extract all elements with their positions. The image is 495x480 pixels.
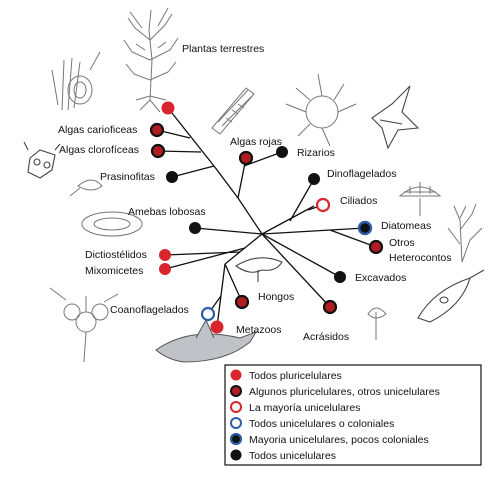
node-prasinofitas [166,171,178,183]
legend-symbol [230,385,242,397]
legend-symbol [230,417,242,429]
label-hongos: Hongos [258,291,294,303]
node-clorofileas [150,143,166,159]
label-dinoflagelados: Dinoflagelados [327,168,396,180]
diatom-illustration [398,182,442,216]
legend-item-mostly-unicellular-few-colonial: Mayoria unicelulares, pocos coloniales [229,432,429,446]
legend-label: La mayoría unicelulares [249,402,360,414]
label-dictiostelidos: Dictiostélidos [85,249,147,261]
label-metazoos: Metazoos [236,324,282,336]
euglena-illustration [417,269,485,323]
label-ciliados: Ciliados [340,195,377,207]
node-dictiostelidos [159,249,171,261]
label-mixomicetes: Mixomicetes [85,265,143,277]
legend-item-all-multicellular: Todos pluricelulares [230,369,342,382]
algae-cell-illustration [23,141,61,179]
legend-item-unicellular-or-colonial: Todos unicelulares o coloniales [230,417,394,430]
label-rojas: Algas rojas [230,136,282,148]
node-coanoflagelados [200,306,216,322]
node-hongos [234,294,250,310]
node-heterocontos [368,239,384,255]
prasinophyte-illustration [69,179,103,197]
node-excavados [334,271,346,283]
node-metazoos [210,320,224,334]
label-excavados: Excavados [355,272,406,284]
legend-item-mostly-unicellular: La mayoría unicelulares [230,401,360,414]
label-otros: Otros [389,237,415,249]
node-amebas [189,222,201,234]
legend-box [224,364,482,466]
legend-label: Algunos pluricelulares, otros unicelular… [249,386,440,398]
red-algae-illustration [211,87,255,135]
legend-symbol [230,401,242,413]
legend-label: Todos unicelulares [249,450,336,462]
legend-item-some-multicellular: Algunos pluricelulares, otros unicelular… [230,385,440,398]
slime-mold-illustration [367,307,387,340]
label-coanoflagelados: Coanoflagelados [110,304,189,316]
node-plantas [161,101,175,115]
label-heterocontos: Heterocontos [389,252,451,264]
dinoflagellate-illustration [371,85,420,150]
shark-illustration [155,318,258,363]
choanoflagellate-illustration [49,287,119,363]
label-diatomeas: Diatomeas [381,220,431,232]
tree-branches [156,107,377,328]
brown-algae-illustration [447,203,483,263]
label-carioficeas: Algas carioficeas [58,124,137,136]
label-acrasidos: Acrásidos [303,331,349,343]
label-prasinofitas: Prasinofitas [100,171,155,183]
mushroom-illustration [235,257,283,282]
legend-label: Todos pluricelulares [249,370,342,382]
node-mixomicetes [159,263,171,275]
legend-label: Mayoria unicelulares, pocos coloniales [249,434,429,446]
node-acrasidos [322,299,338,315]
moss-illustration [51,51,101,111]
legend-symbol [230,449,242,461]
legend-symbol [230,369,242,381]
land-plant-illustration [123,7,179,113]
node-ciliados [315,197,331,213]
legend-symbol [229,432,243,446]
node-rojas [238,150,254,166]
label-plantas: Plantas terrestres [182,43,264,55]
legend: Todos pluricelulares Algunos pluricelula… [224,364,482,466]
node-dinoflagelados [308,173,320,185]
label-amebas: Amebas lobosas [128,206,206,218]
label-clorofileas: Algas clorofíceas [59,144,139,156]
radiolarian-illustration [285,73,357,147]
legend-item-all-unicellular: Todos unicelulares [230,449,336,462]
legend-label: Todos unicelulares o coloniales [249,418,394,430]
node-carioficeas [149,122,165,138]
node-diatomeas [357,220,373,236]
dictyostelid-illustration [81,211,143,237]
node-rizarios [276,146,288,158]
label-rizarios: Rizarios [297,147,335,159]
